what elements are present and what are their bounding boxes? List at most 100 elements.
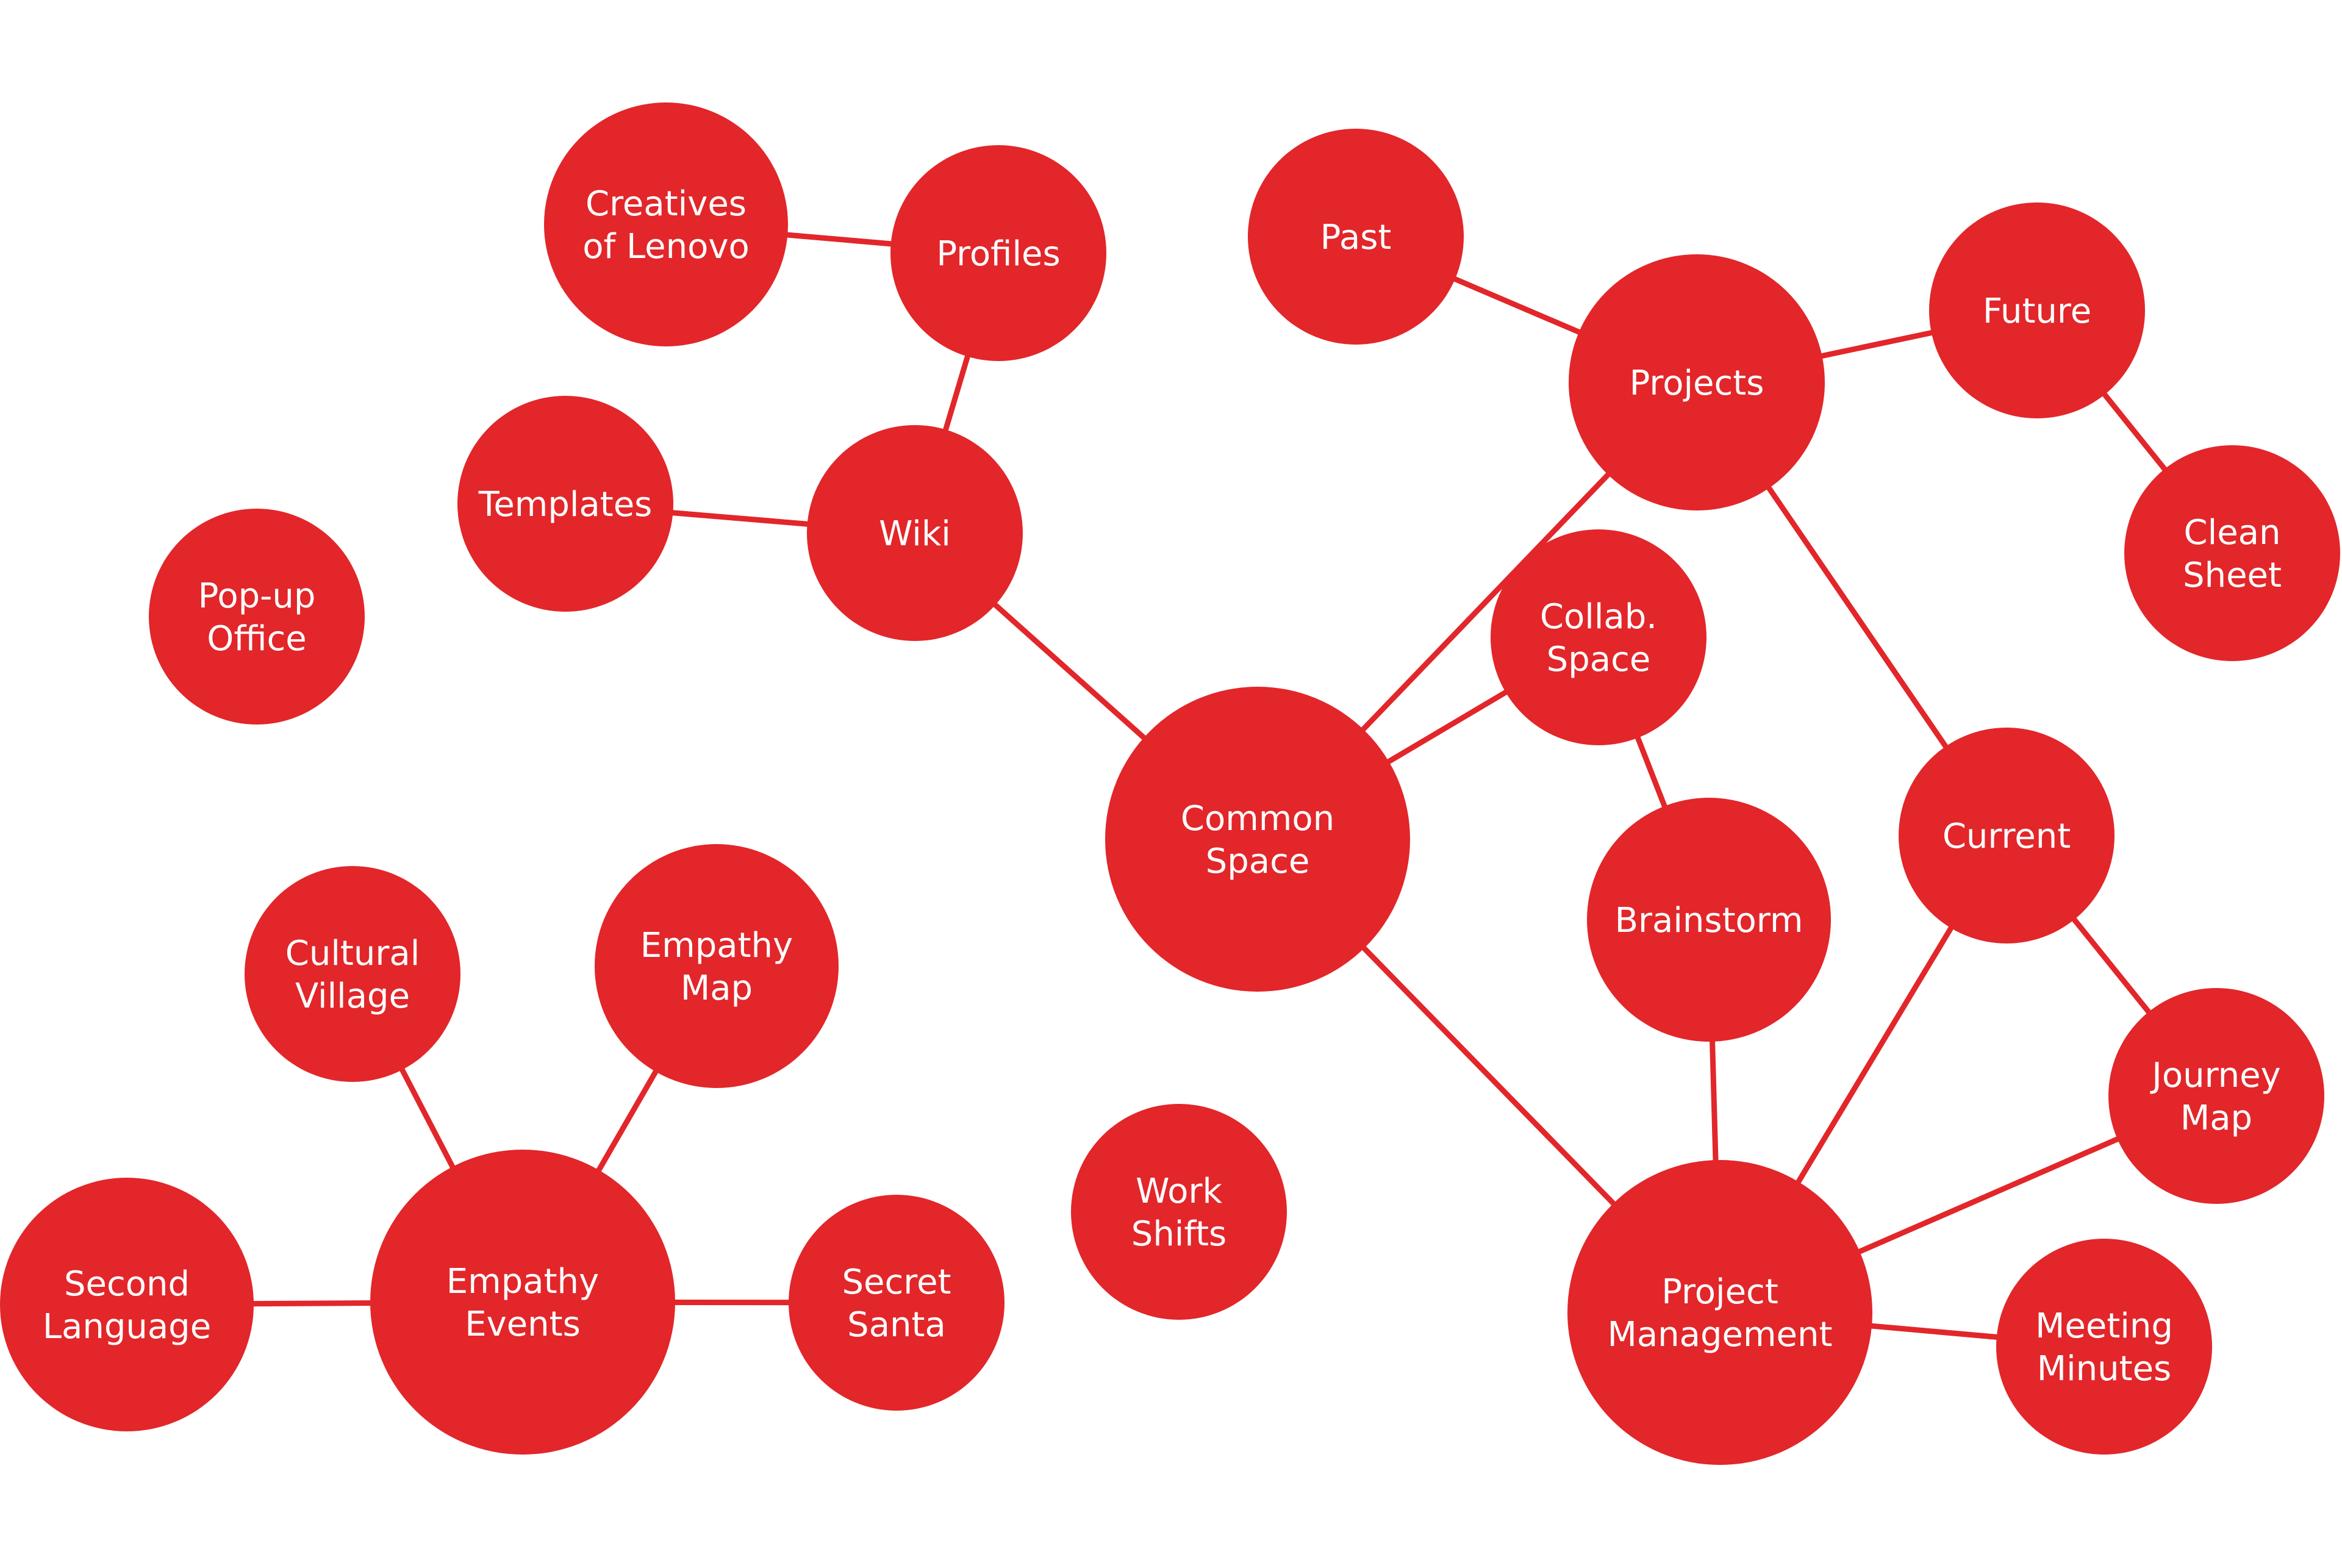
node-label-line: Future [1983,292,2091,331]
node-label: Collab.Space [1540,597,1657,679]
node-label-line: Empathy [446,1262,599,1301]
node-label-line: Templates [478,485,653,524]
node-label-line: Map [2180,1098,2252,1138]
node-circle [2108,988,2324,1204]
node-projects[interactable]: Projects [1569,254,1825,510]
node-label-line: Second [64,1264,190,1304]
node-future[interactable]: Future [1929,202,2145,418]
node-circle [1567,1160,1872,1465]
node-circle [789,1195,1004,1411]
node-label-line: Language [43,1307,211,1347]
node-label-line: Project [1661,1272,1778,1312]
node-label: Projects [1630,363,1764,403]
node-circle [1071,1104,1287,1320]
node-label-line: Space [1547,640,1651,679]
node-label-line: Creatives [586,184,747,224]
node-label-line: Work [1136,1172,1222,1211]
node-label: Past [1320,218,1392,257]
node-label: Templates [478,485,653,524]
node-label-line: Empathy [640,926,793,965]
node-circle [595,844,839,1088]
node-circle [245,866,460,1082]
node-profiles[interactable]: Profiles [890,145,1106,361]
node-brainstorm[interactable]: Brainstorm [1587,798,1831,1042]
node-label-line: Management [1608,1315,1833,1355]
node-label: Wiki [879,514,951,554]
node-circle [1105,687,1410,992]
node-label-line: Map [681,968,753,1008]
node-label-line: Secret [842,1262,951,1302]
node-circle [457,396,673,612]
node-label-line: Common [1181,799,1334,839]
node-label-line: Past [1320,218,1392,257]
node-label-line: of Lenovo [582,227,750,267]
node-circle [807,425,1023,641]
node-label-line: Cultural [285,934,420,973]
node-label: Brainstorm [1615,901,1803,940]
node-label: Current [1943,817,2071,856]
node-circle [1491,529,1706,745]
node-label-line: Events [465,1305,581,1344]
node-circle [1899,728,2115,943]
node-circle [1929,202,2145,418]
node-label-line: Journey [2150,1056,2280,1095]
node-wiki[interactable]: Wiki [807,425,1023,641]
node-label-line: Brainstorm [1615,901,1803,940]
node-label-line: Wiki [879,514,951,554]
node-label-line: Santa [847,1305,946,1345]
node-circle [2124,445,2340,661]
node-circle [1569,254,1825,510]
node-circle [1248,129,1464,345]
node-label: Profiles [936,234,1060,274]
node-circle [370,1150,675,1455]
node-collab[interactable]: Collab.Space [1491,529,1706,745]
node-circle [0,1178,254,1431]
node-label-line: Space [1206,842,1310,881]
node-circle [1587,798,1831,1042]
node-past[interactable]: Past [1248,129,1464,345]
node-label-line: Minutes [2037,1349,2171,1389]
node-templates[interactable]: Templates [457,396,673,612]
node-label-line: Meeting [2035,1306,2173,1346]
node-label-line: Shifts [1131,1214,1227,1254]
node-label-line: Sheet [2183,556,2282,595]
node-label-line: Pop-up [198,576,316,616]
node-label-line: Office [207,619,306,659]
node-current[interactable]: Current [1899,728,2115,943]
node-label-line: Collab. [1540,597,1657,637]
node-circle [149,509,365,725]
node-label-line: Projects [1630,363,1764,403]
node-label-line: Village [295,976,410,1016]
node-label: Future [1983,292,2091,331]
node-circle [890,145,1106,361]
node-circle [544,102,788,346]
